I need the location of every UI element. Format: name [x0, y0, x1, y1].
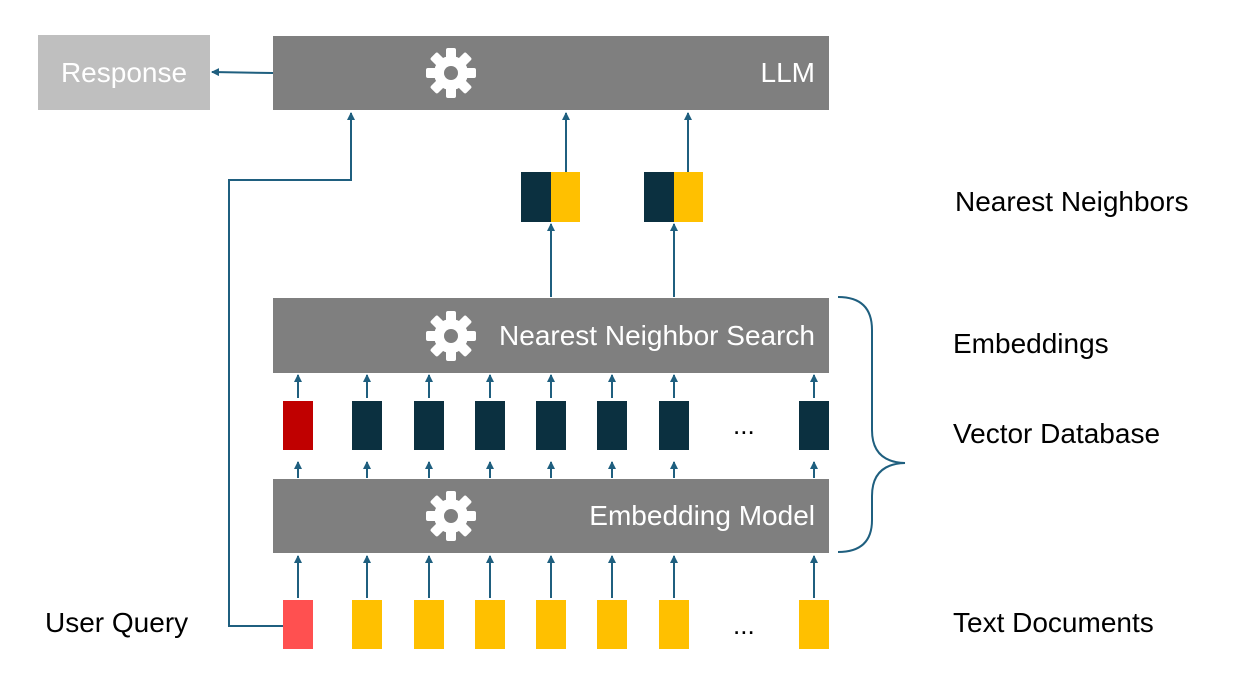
text-document: [414, 600, 444, 649]
embedding-vector: [799, 401, 829, 450]
text-document: [597, 600, 627, 649]
text-document: [659, 600, 689, 649]
vector-ellipsis: ...: [733, 410, 755, 440]
search-label: Nearest Neighbor Search: [499, 319, 815, 351]
llm-label: LLM: [760, 57, 815, 88]
llm-box: LLM: [273, 36, 829, 110]
embedding-vector: [352, 401, 382, 450]
gear-icon: [426, 48, 476, 98]
embedding-vector: [597, 401, 627, 450]
embedding-model-label: Embedding Model: [589, 500, 815, 531]
neighbor-vector-1: [521, 172, 551, 222]
text-document: [799, 600, 829, 649]
embedding-model-box: Embedding Model: [273, 479, 829, 553]
embedding-vector: [475, 401, 505, 450]
user-query-label: User Query: [45, 607, 189, 638]
neighbor-doc-2: [674, 172, 703, 222]
response-label: Response: [60, 56, 188, 88]
neighbor-vector-2: [644, 172, 674, 222]
text-document: [536, 600, 566, 649]
neighbor-doc-1: [551, 172, 580, 222]
embedding-vector: [414, 401, 444, 450]
arrow-query-to-llm: [228, 112, 355, 627]
text-document: [475, 600, 505, 649]
query-document: [283, 600, 313, 649]
query-embedding-vector: [283, 401, 313, 450]
nearest-neighbor-search-box: Nearest Neighbor Search: [273, 298, 829, 373]
text-document: [352, 600, 382, 649]
gear-icon: [426, 311, 476, 361]
nearest-neighbors-label: Nearest Neighbors: [955, 186, 1189, 217]
embedding-vector: [536, 401, 566, 450]
text-documents-label: Text Documents: [953, 607, 1154, 638]
document-ellipsis: ...: [733, 610, 755, 640]
response-box: Response: [38, 35, 210, 110]
embedding-vector: [659, 401, 689, 450]
embeddings-brace: [837, 296, 906, 553]
embeddings-label: Embeddings: [953, 328, 1109, 359]
gear-icon: [426, 491, 476, 541]
arrow-llm-to-response: [211, 68, 274, 77]
vector-database-label: Vector Database: [953, 418, 1161, 449]
